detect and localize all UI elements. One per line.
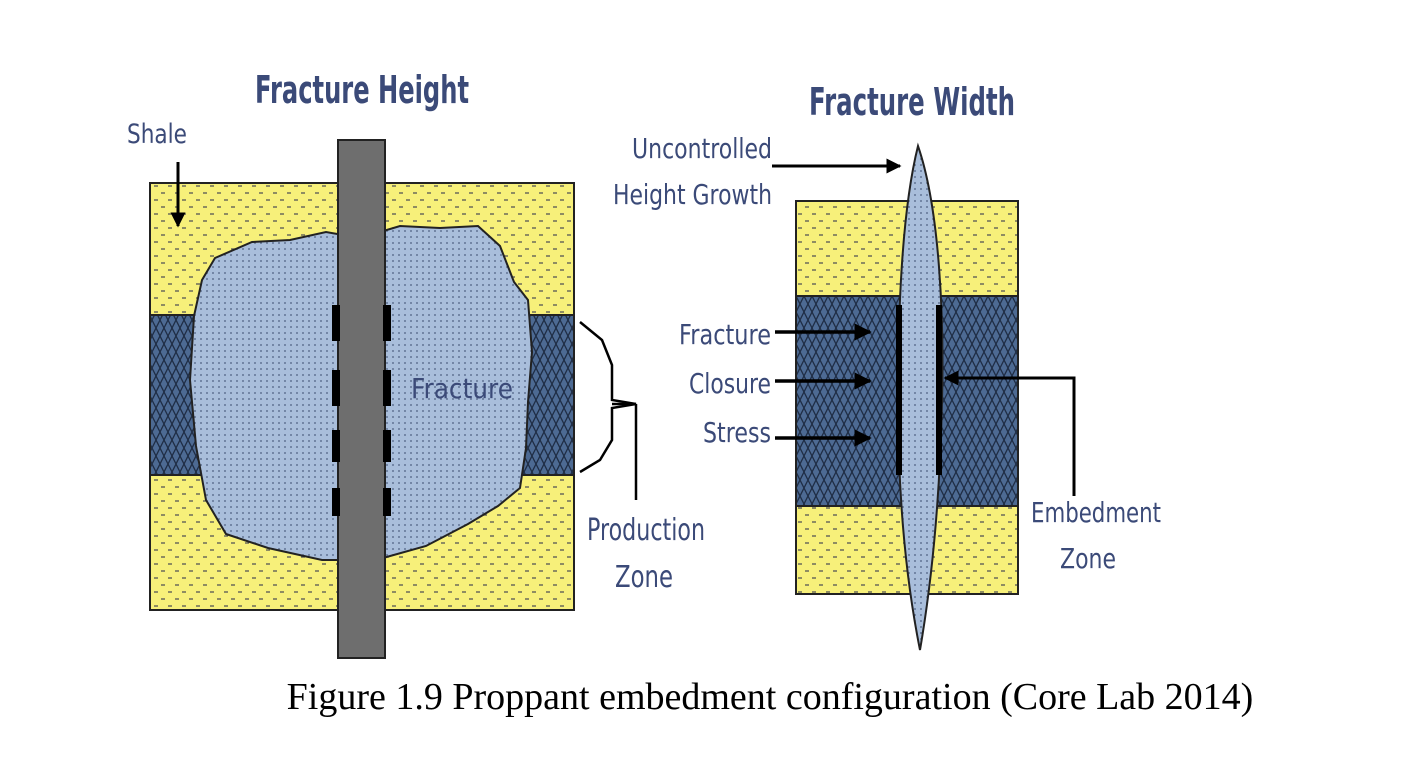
embedment-label-line1: Embedment	[1031, 496, 1161, 529]
figure-caption: Figure 1.9 Proppant embedment configurat…	[286, 676, 1254, 718]
embedment-band-right	[936, 305, 942, 475]
perforation	[383, 370, 391, 406]
fracture-label: Fracture	[411, 372, 513, 405]
uncontrolled-label-line2: Height Growth	[613, 178, 772, 211]
fracture-width-title: Fracture Width	[809, 80, 1015, 124]
production-zone-brace	[579, 321, 637, 474]
stress-label-line1: Fracture	[679, 318, 771, 351]
perforation	[383, 430, 391, 462]
uncontrolled-label-line1: Uncontrolled	[632, 132, 772, 165]
perforation	[332, 488, 340, 516]
perforation	[383, 488, 391, 516]
fracture-width-panel: Fracture Width Uncontrolled Height Growt…	[613, 80, 1161, 651]
stress-label-line3: Stress	[703, 416, 771, 449]
fracture-height-panel: Fracture Height Shale Fracture Productio…	[127, 68, 705, 659]
perforation	[332, 370, 340, 406]
perforation	[383, 305, 391, 341]
embedment-zone-arrow	[943, 370, 1076, 496]
production-zone-label-line1: Production	[587, 513, 705, 548]
perforation	[332, 430, 340, 462]
shale-label: Shale	[127, 119, 187, 150]
stress-label-line2: Closure	[689, 367, 771, 400]
production-zone-label-line2: Zone	[615, 560, 673, 595]
embedment-label-line2: Zone	[1060, 542, 1116, 575]
perforations	[332, 305, 391, 516]
fracture-height-title: Fracture Height	[255, 68, 469, 112]
perforation	[332, 305, 340, 341]
embedment-band-left	[896, 305, 902, 475]
wellbore-pipe	[337, 139, 386, 659]
